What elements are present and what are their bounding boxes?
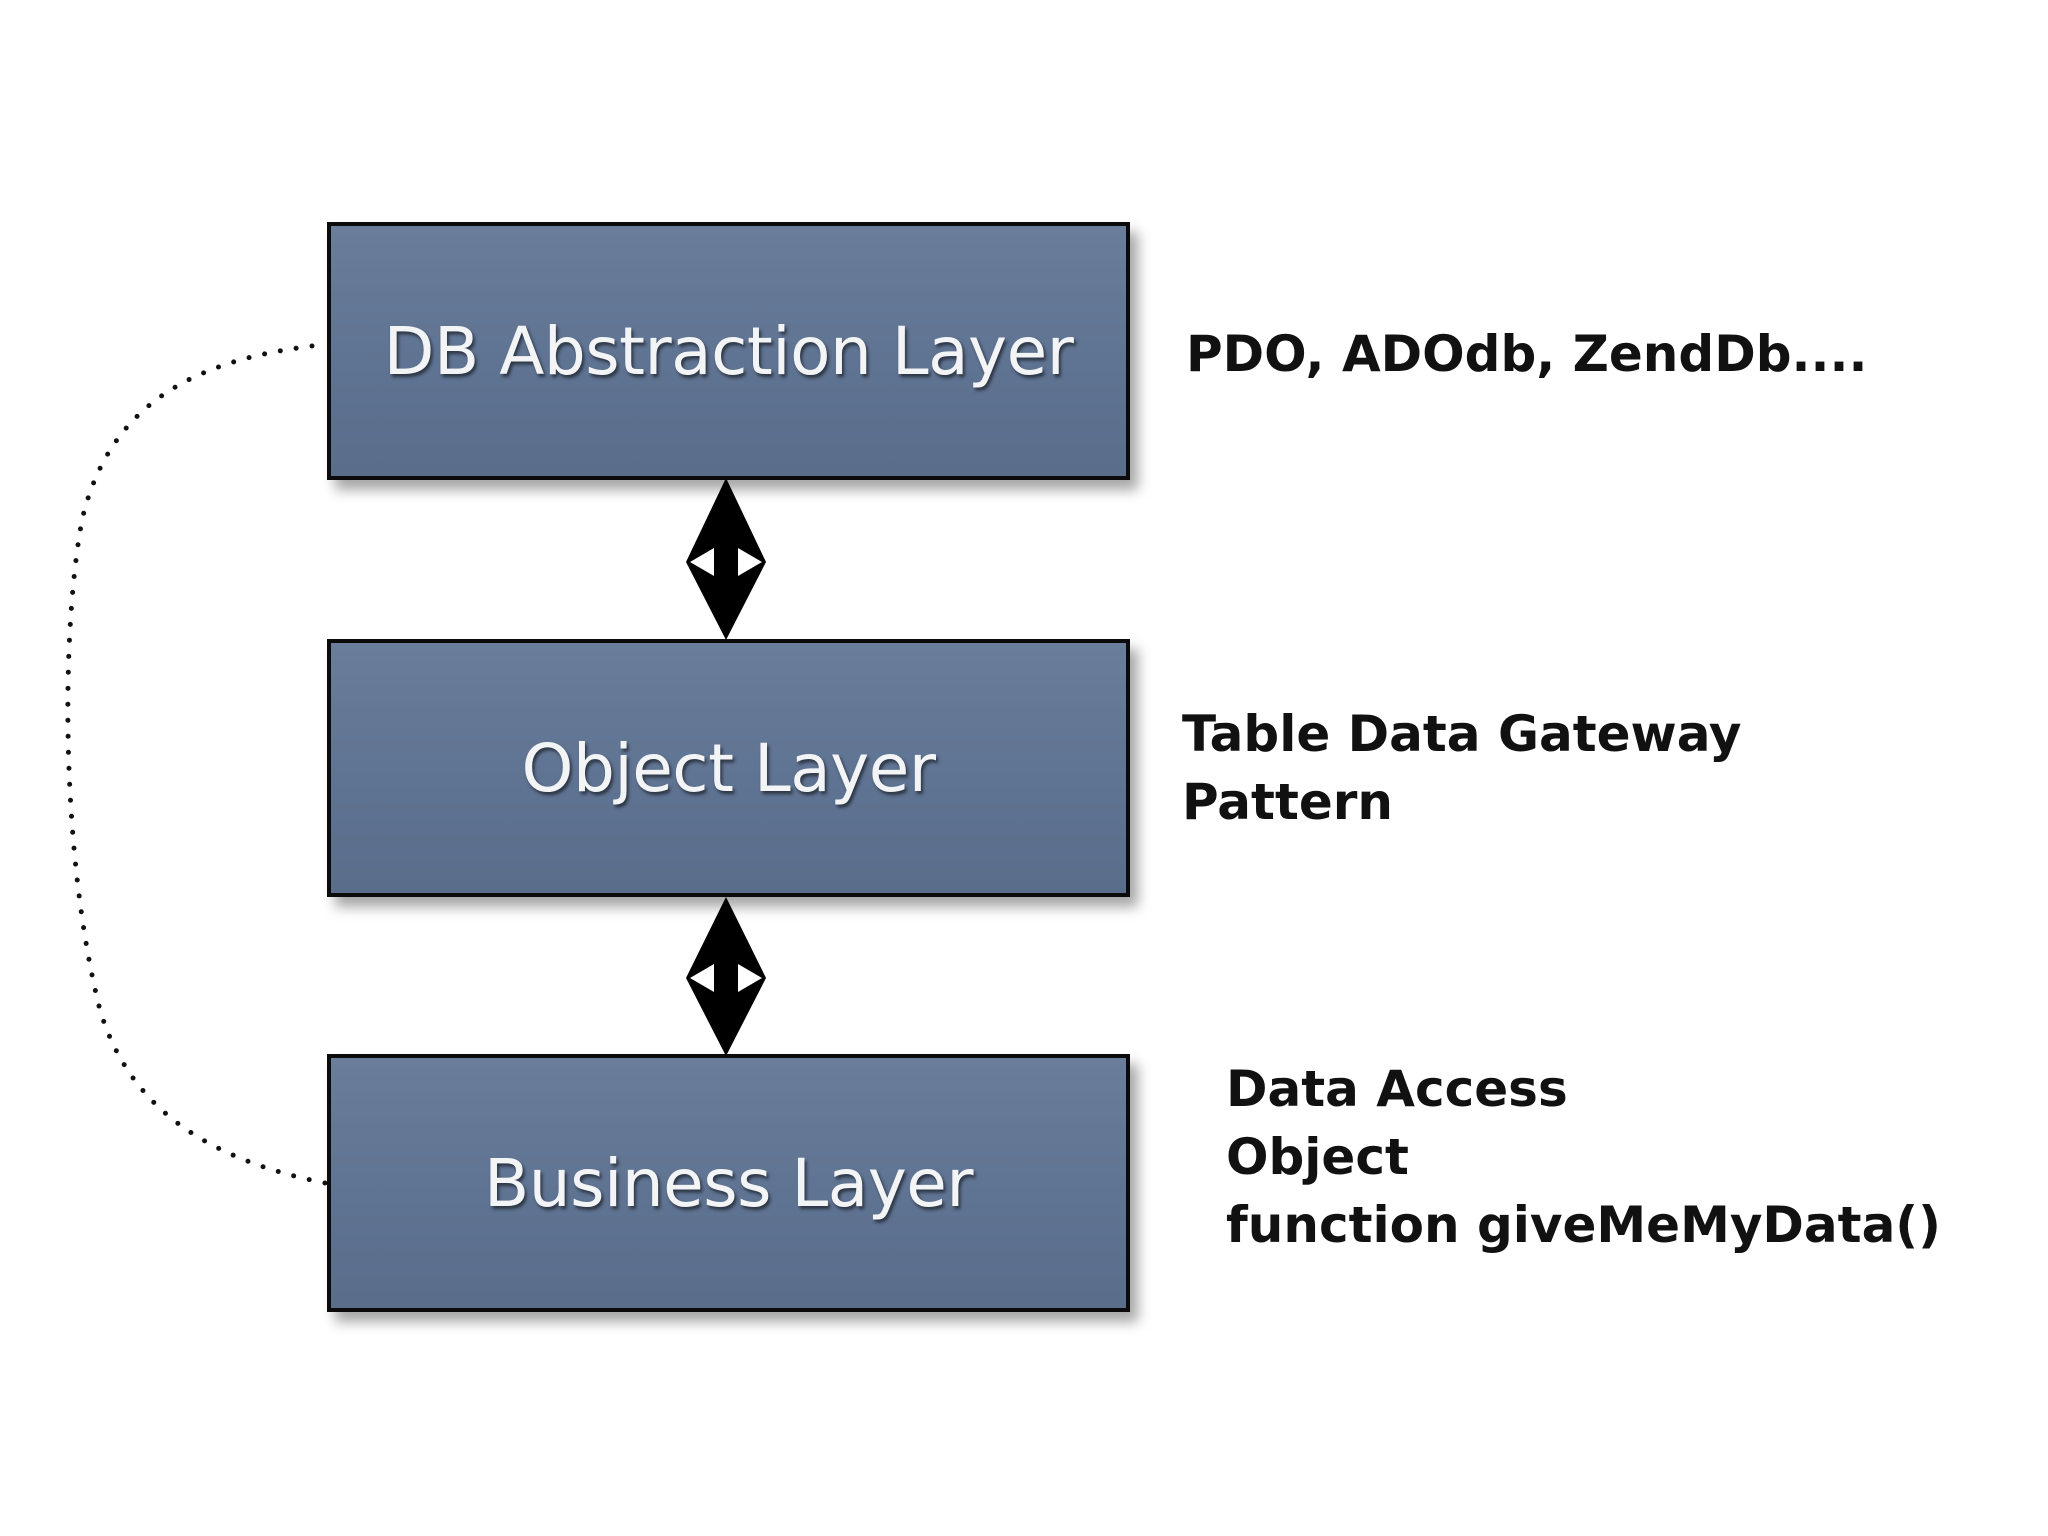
double-arrow-top	[686, 478, 766, 640]
db-abstraction-layer-box: DB Abstraction Layer	[327, 222, 1130, 480]
business-layer-label: Business Layer	[483, 1144, 974, 1222]
note-line: PDO, ADOdb, ZendDb....	[1186, 325, 1868, 383]
business-layer-note: Data Access Object function giveMeMyData…	[1226, 1055, 1941, 1259]
double-arrow-bottom	[686, 897, 766, 1056]
note-line: Table Data Gateway	[1182, 705, 1742, 763]
business-layer-box: Business Layer	[327, 1054, 1130, 1312]
note-line: Pattern	[1182, 773, 1394, 831]
note-line: Data Access	[1226, 1060, 1568, 1118]
object-layer-note: Table Data Gateway Pattern	[1182, 700, 1742, 836]
db-abstraction-layer-label: DB Abstraction Layer	[383, 312, 1074, 390]
dotted-link-curve	[65, 343, 328, 1186]
note-line: Object	[1226, 1128, 1409, 1186]
note-line: function giveMeMyData()	[1226, 1196, 1942, 1254]
db-abstraction-note: PDO, ADOdb, ZendDb....	[1186, 320, 1867, 388]
object-layer-box: Object Layer	[327, 639, 1130, 897]
object-layer-label: Object Layer	[521, 729, 936, 807]
